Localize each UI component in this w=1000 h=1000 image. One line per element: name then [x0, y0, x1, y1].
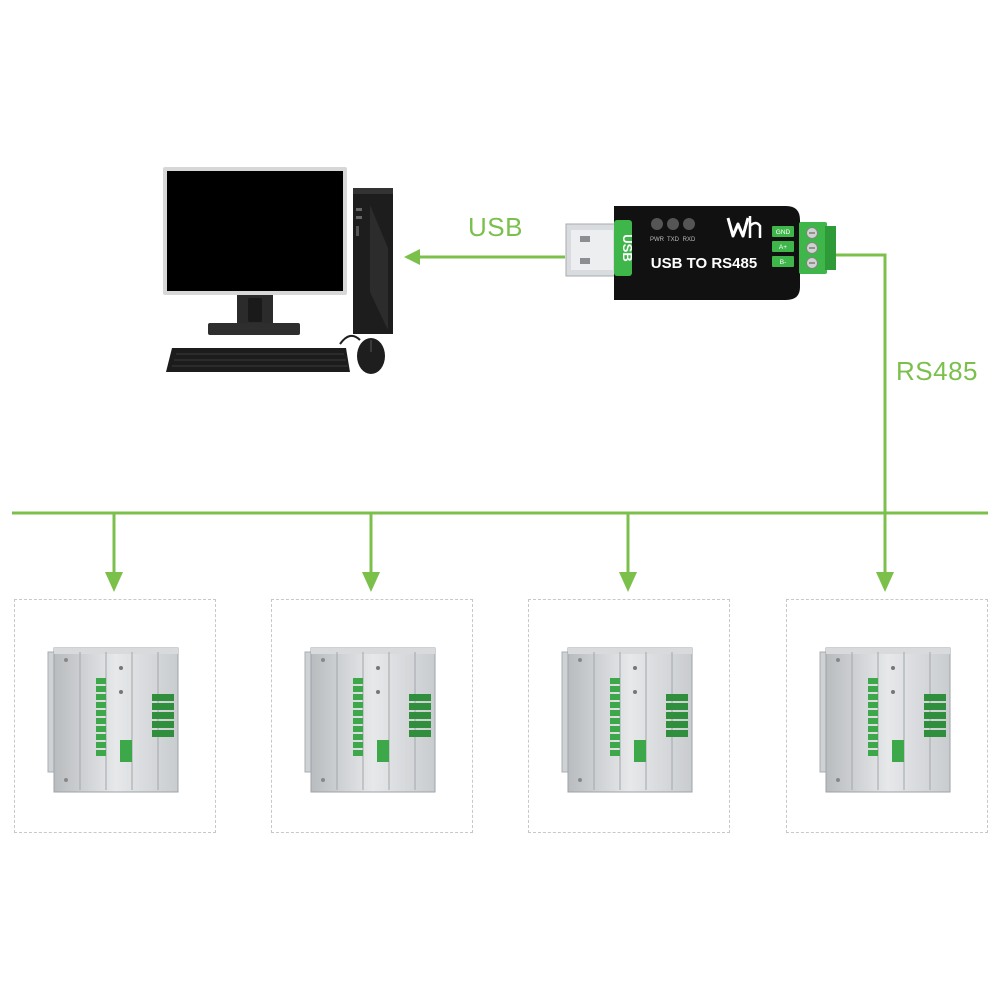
industrial-device-icon	[561, 647, 693, 793]
drop-line-2	[362, 513, 380, 592]
industrial-device-icon	[304, 647, 436, 793]
devices	[47, 647, 951, 793]
tower-icon	[353, 188, 393, 334]
computer-icon	[163, 167, 393, 374]
device-frame-4	[786, 599, 988, 833]
mouse-icon	[339, 334, 385, 374]
rs485-link	[836, 253, 894, 592]
bus-line	[12, 511, 988, 592]
screw-terminal-icon	[799, 222, 836, 274]
led-indicators: PWR TXD RXD	[650, 218, 696, 243]
usb-arrow-icon	[404, 249, 420, 265]
terminal-label-gnd: GND	[776, 229, 791, 236]
device-frame-1	[14, 599, 216, 833]
drop-arrow-icon	[619, 572, 637, 592]
led-label-txd: TXD	[667, 237, 680, 243]
drop-arrow-icon	[362, 572, 380, 592]
terminal-label-b: B-	[780, 259, 787, 266]
led-label-pwr: PWR	[650, 237, 665, 243]
brand-logo-icon	[726, 216, 762, 238]
usb-plug-icon	[565, 223, 617, 277]
usb-label: USB	[468, 212, 523, 242]
converter-port-label: USB	[620, 234, 635, 261]
drop-line-1	[105, 513, 123, 592]
keyboard-icon	[166, 348, 350, 372]
usb-to-rs485-converter: USB PWR TXD RXD USB TO RS485 GND A+ B-	[565, 206, 836, 300]
device-frame-3	[528, 599, 730, 833]
rs485-arrow-icon	[876, 572, 894, 592]
drop-arrow-icon	[105, 572, 123, 592]
device-frame-2	[271, 599, 473, 833]
terminal-label-a: A+	[779, 244, 787, 251]
industrial-device-icon	[47, 647, 179, 793]
industrial-device-icon	[819, 647, 951, 793]
rs485-label: RS485	[896, 356, 978, 386]
converter-title: USB TO RS485	[651, 255, 757, 272]
led-label-rxd: RXD	[683, 237, 696, 243]
monitor-icon	[163, 167, 347, 335]
usb-link	[404, 249, 565, 265]
drop-line-3	[619, 513, 637, 592]
